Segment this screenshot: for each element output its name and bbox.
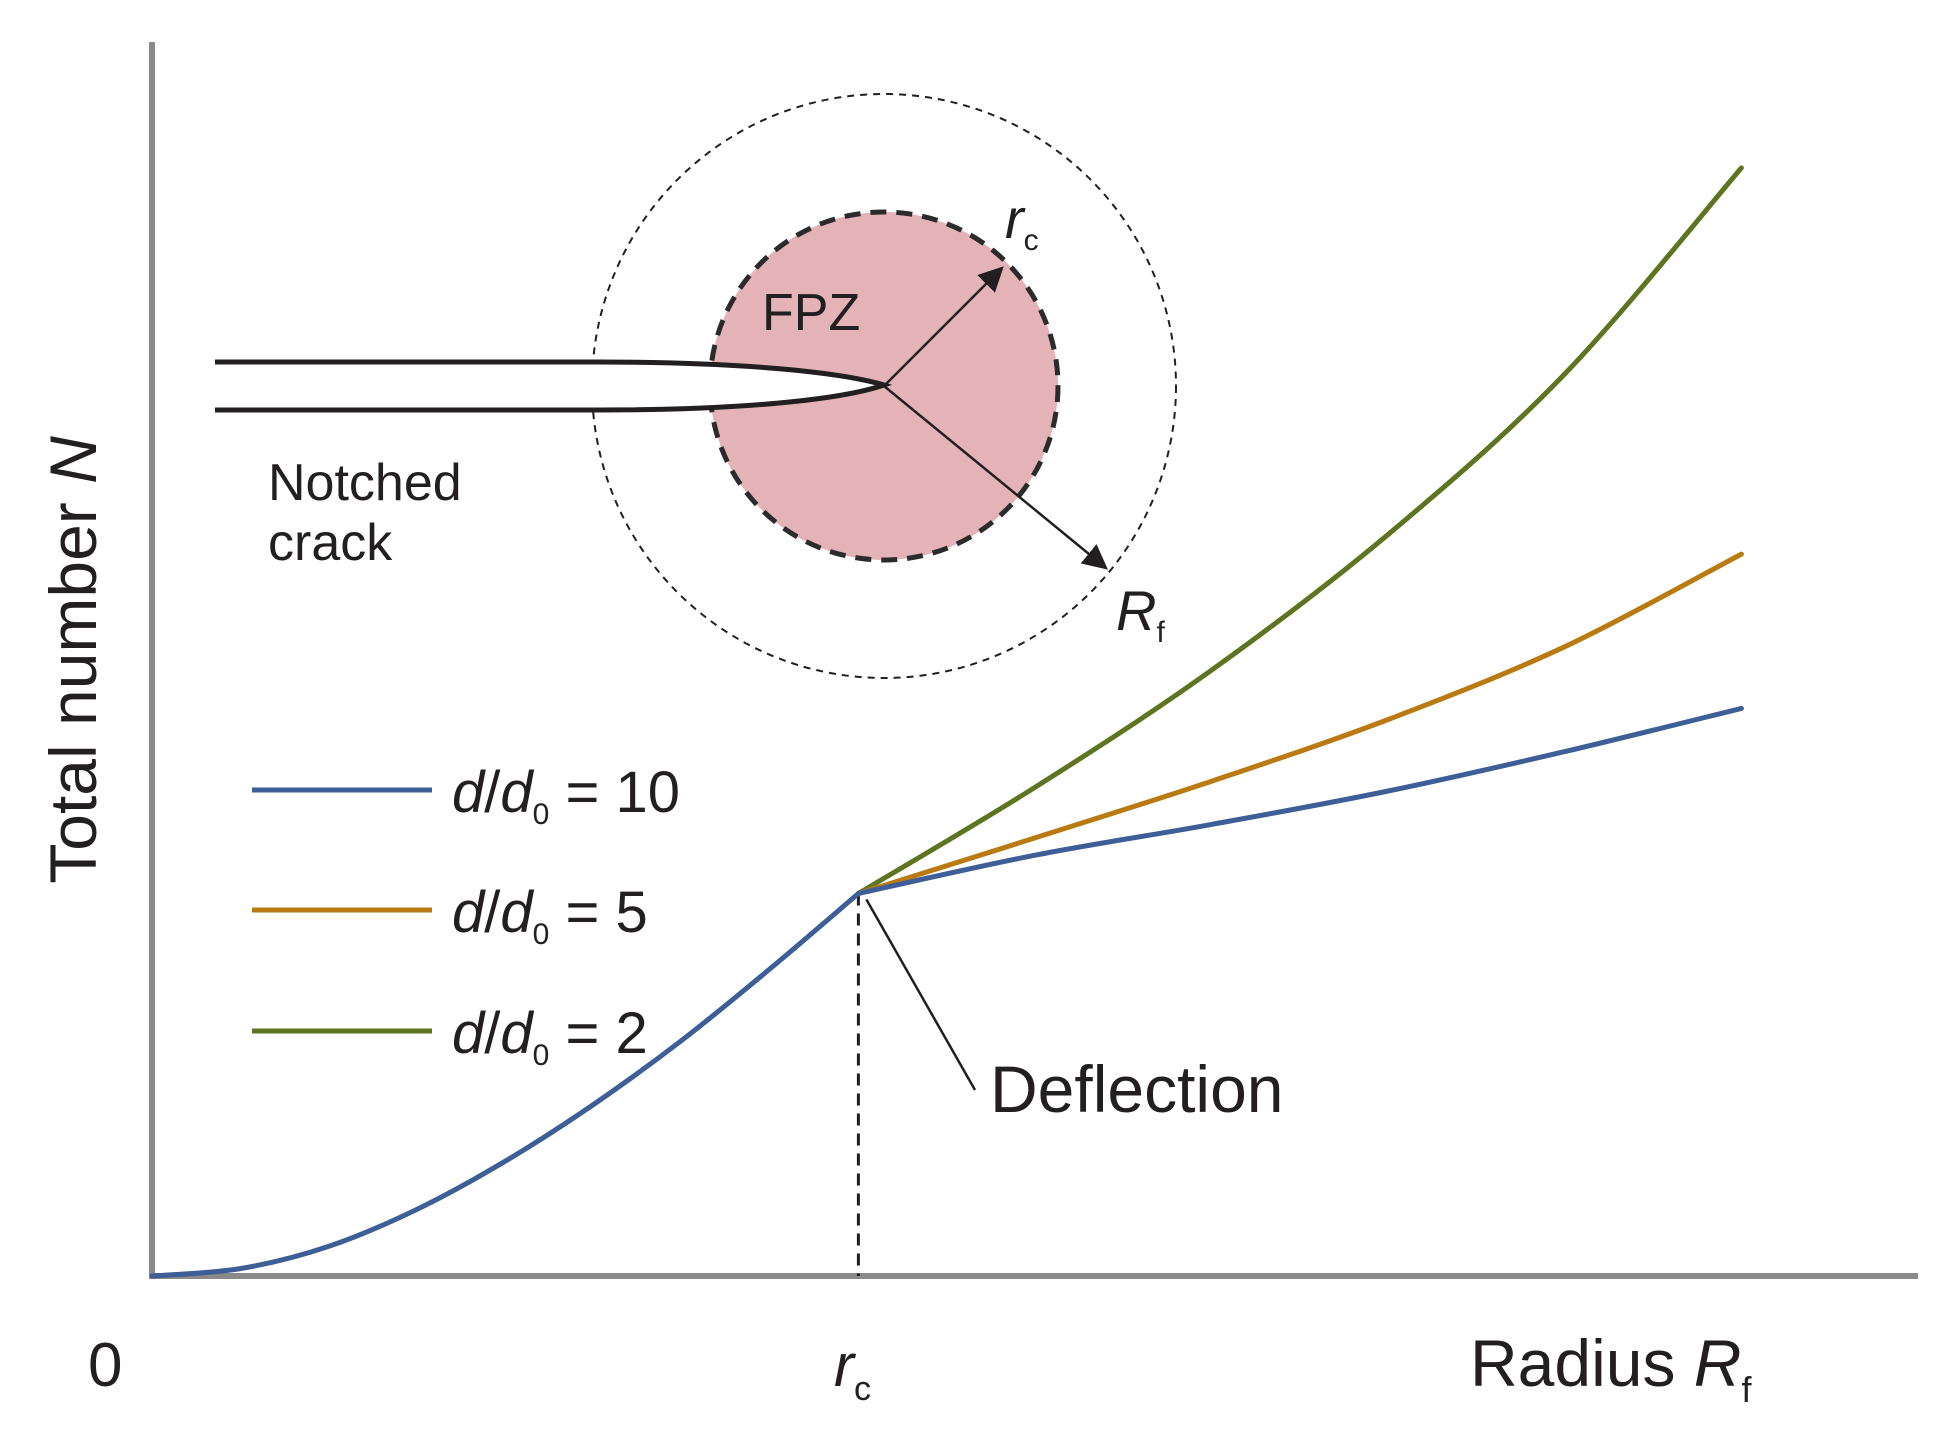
inset-rc-label: rc xyxy=(1005,187,1039,257)
legend-label-d2: d/d0 = 2 xyxy=(452,1001,648,1072)
inset-diagram: FPZ rc Rf Notched crack xyxy=(215,93,1177,679)
series-line-d2 xyxy=(855,165,1744,896)
x-tick-rc-var: r xyxy=(834,1332,856,1399)
series-line-d5 xyxy=(855,551,1744,896)
notched-crack xyxy=(215,359,893,413)
fpz-label: FPZ xyxy=(762,284,860,342)
series-group xyxy=(149,165,1744,1279)
origin-label: 0 xyxy=(88,1331,122,1400)
rf-arrow xyxy=(883,385,1108,570)
inset-rf-label: Rf xyxy=(1116,579,1165,649)
x-tick-rc-sub: c xyxy=(854,1370,871,1408)
x-axis-label-main: Radius xyxy=(1470,1326,1694,1400)
y-axis-label-var: N xyxy=(36,436,110,484)
rc-arrow xyxy=(883,266,1004,387)
deflection-label: Deflection xyxy=(990,1052,1284,1126)
x-axis-label-var: R xyxy=(1694,1326,1742,1400)
legend-label-d10: d/d0 = 10 xyxy=(452,760,680,831)
x-tick-rc: rc xyxy=(834,1332,871,1408)
y-axis-label-main: Total number xyxy=(36,484,110,884)
legend: d/d0 = 10 d/d0 = 5 d/d0 = 2 xyxy=(252,760,680,1072)
crack-label-line1: Notched xyxy=(268,454,462,512)
x-axis-label-sub: f xyxy=(1741,1369,1752,1410)
legend-label-d5: d/d0 = 5 xyxy=(452,880,648,951)
series-line-d10 xyxy=(855,705,1744,896)
x-axis-label: Radius Rf xyxy=(1470,1326,1752,1410)
shared-growth-segment xyxy=(149,891,861,1279)
y-axis-label: Total number N xyxy=(36,436,110,884)
deflection-leader-line xyxy=(865,898,977,1091)
crack-label-line2: crack xyxy=(268,514,393,572)
